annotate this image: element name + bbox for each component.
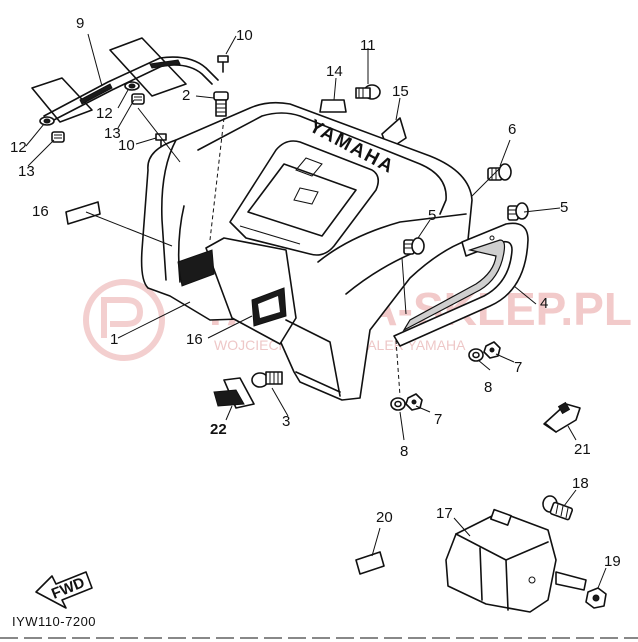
clip-21 bbox=[543, 401, 581, 433]
reflector-16 bbox=[251, 287, 287, 327]
diagram-code: IYW110-7200 bbox=[12, 614, 96, 629]
pad-20 bbox=[355, 551, 385, 575]
fwd-label: FWD bbox=[49, 574, 87, 603]
bolt-11 bbox=[355, 84, 381, 100]
label-19: 19 bbox=[604, 553, 621, 570]
label-1: 1 bbox=[110, 331, 118, 348]
part-labels: 9 10 11 14 15 2 12 13 10 12 13 6 16 5 5 … bbox=[10, 15, 621, 570]
bolt-18 bbox=[542, 495, 574, 521]
label-17: 17 bbox=[436, 505, 453, 522]
label-10-mid: 10 bbox=[118, 137, 135, 154]
clip-13-lower bbox=[51, 131, 65, 143]
label-20: 20 bbox=[376, 509, 393, 526]
bolt-6 bbox=[487, 163, 512, 181]
label-12-upper: 12 bbox=[96, 105, 113, 122]
bracket-22 bbox=[213, 377, 255, 409]
washer-8-upper bbox=[468, 348, 484, 362]
mud-flap-black-left bbox=[177, 249, 215, 287]
cover-17 bbox=[445, 508, 587, 613]
rear-rail-4 bbox=[393, 222, 529, 347]
label-13-upper: 13 bbox=[104, 125, 121, 142]
label-21: 21 bbox=[574, 441, 591, 458]
nut-7-upper bbox=[483, 341, 501, 359]
label-11: 11 bbox=[360, 37, 376, 54]
nut-19 bbox=[585, 587, 607, 609]
label-6: 6 bbox=[508, 121, 516, 138]
label-12-lower: 12 bbox=[10, 139, 27, 156]
decal-9 bbox=[31, 37, 219, 123]
bolt-3 bbox=[251, 371, 283, 388]
label-8-lower: 8 bbox=[400, 443, 408, 460]
bolt-2 bbox=[213, 91, 229, 117]
label-15: 15 bbox=[392, 83, 409, 100]
label-14: 14 bbox=[326, 63, 343, 80]
label-18: 18 bbox=[572, 475, 589, 492]
watermark-logo bbox=[83, 279, 165, 361]
label-5-right: 5 bbox=[560, 199, 568, 216]
label-7-upper: 7 bbox=[514, 359, 522, 376]
label-3: 3 bbox=[282, 413, 290, 430]
label-16-left: 16 bbox=[32, 203, 49, 220]
decal-16-left bbox=[65, 201, 101, 225]
label-8-upper: 8 bbox=[484, 379, 492, 396]
label-5-left: 5 bbox=[428, 207, 436, 224]
label-4: 4 bbox=[540, 295, 548, 312]
nut-7-lower bbox=[405, 393, 423, 411]
clip-12-lower bbox=[39, 116, 55, 126]
label-7-lower: 7 bbox=[434, 411, 442, 428]
screw-10-top bbox=[217, 55, 229, 73]
label-22: 22 bbox=[210, 421, 227, 438]
washer-8-lower bbox=[390, 397, 406, 411]
leader-lines bbox=[25, 33, 607, 589]
label-16-lower: 16 bbox=[186, 331, 203, 348]
label-9: 9 bbox=[76, 15, 84, 32]
clip-13-upper bbox=[131, 93, 145, 105]
bolt-5-right bbox=[507, 202, 529, 221]
label-2: 2 bbox=[182, 87, 190, 104]
label-10-top: 10 bbox=[236, 27, 253, 44]
clip-12-upper bbox=[124, 81, 140, 91]
label-13-lower: 13 bbox=[18, 163, 35, 180]
bolt-5-left bbox=[403, 237, 425, 255]
decal-14 bbox=[319, 99, 347, 113]
fwd-arrow: FWD bbox=[35, 571, 93, 609]
